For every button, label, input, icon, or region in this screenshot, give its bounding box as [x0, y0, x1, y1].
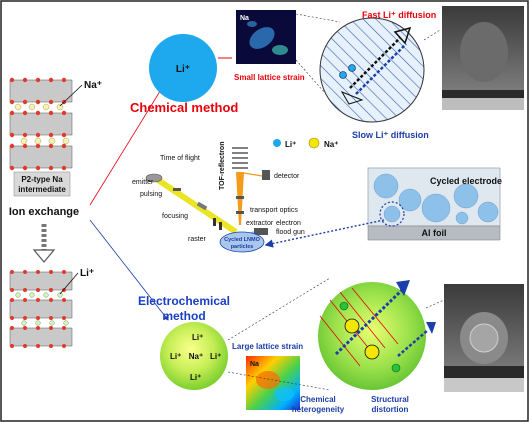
li-label-left: Li⁺: [80, 268, 94, 279]
tof-sims-instrument: [145, 147, 270, 253]
electrochemical-title-1: Electrochemical: [138, 294, 230, 308]
transport-optics-label: transport optics: [250, 207, 298, 214]
time-of-flight-label: Time of flight: [160, 155, 200, 162]
zoomed-particle-chemical: [319, 17, 425, 123]
p2-label-line2: intermediate: [18, 185, 66, 194]
li-particle-chemical: [149, 34, 217, 102]
sem-zoom-line-2: [425, 299, 445, 309]
slow-li-diffusion: Slow Li⁺ diffusion: [352, 130, 429, 140]
p2-label-box: [13, 171, 71, 197]
legend-li-label: Li⁺: [285, 140, 296, 149]
legend-li-icon: [273, 139, 281, 147]
legend-na-icon: [308, 137, 320, 149]
p2-label-line1: P2-type Na: [21, 175, 63, 184]
fast-diffusion-arrows: [340, 26, 412, 105]
electrode-to-sample-arrow: [264, 219, 385, 248]
small-lattice-strain: Small lattice strain: [234, 73, 305, 82]
o3-crystal-structure: [9, 270, 73, 348]
chemical-heterogeneity-2: heterogeneity: [292, 405, 345, 414]
p2-crystal-structure: [9, 77, 73, 171]
li-na-particle-electrochemical: [160, 322, 228, 390]
ion-exchange-label: Ion exchange: [9, 206, 79, 218]
electron-flood-gun-label-1: electron: [276, 220, 301, 227]
cycled-electrode-label: Cycled electrode: [430, 176, 502, 186]
zoom-line-top: [295, 13, 341, 23]
pulsing-label: pulsing: [140, 191, 162, 198]
tof-reflectron-label: TOF-reflectron: [219, 142, 226, 191]
na-ion-dot-1: [344, 318, 360, 334]
na-map-label-chemical: Na: [240, 15, 249, 22]
na-heatmap-electrochemical: [246, 356, 300, 410]
structural-distortion-1: Structural: [371, 395, 409, 404]
large-lattice-strain: Large lattice strain: [232, 342, 303, 351]
sem-zoom-line: [423, 29, 441, 41]
li-ion-dot-2: [348, 64, 356, 72]
chemical-heterogeneity-1: Chemical: [300, 395, 336, 404]
extractor-label: extractor: [246, 220, 274, 227]
li-diffusion-arrows-electro: [334, 280, 436, 357]
li-ion-dot-3: [339, 301, 349, 311]
ion-exchange-arrow: [32, 224, 56, 263]
particle-li-1: Li⁺: [192, 333, 203, 342]
li-ion-dot-1: [339, 71, 347, 79]
particle-na: Na⁺: [189, 352, 203, 361]
particle-li-3: Li⁺: [210, 352, 221, 361]
legend-na-label: Na⁺: [324, 140, 338, 149]
sem-image-electrochemical: [444, 284, 524, 392]
zoom-line-bottom-2: [227, 371, 331, 391]
na-map-label-electrochemical: Na: [250, 361, 259, 368]
sem-image-chemical: [442, 6, 524, 110]
li-ion-dot-4: [391, 363, 401, 373]
al-foil-label: Al foil: [422, 228, 447, 238]
zoomed-particle-electrochemical: [318, 282, 426, 390]
emitter-label: emitter: [132, 179, 154, 186]
na-map-chemical: [236, 10, 296, 64]
arrow-to-chemical: [89, 74, 171, 206]
zoom-line-bottom: [295, 59, 341, 111]
structural-distortion-2: distortion: [372, 405, 409, 414]
li-pointer: [59, 272, 79, 295]
na-label: Na⁺: [84, 80, 102, 91]
raster-label: raster: [188, 236, 207, 243]
cycled-electrode: [367, 167, 501, 241]
sample-label-2: particles: [231, 244, 254, 250]
particle-li-4: Li⁺: [190, 373, 201, 382]
chemical-method-title: Chemical method: [130, 100, 238, 115]
fast-li-diffusion: Fast Li⁺ diffusion: [362, 10, 436, 20]
focusing-label: focusing: [162, 213, 188, 220]
particle-li-label: Li⁺: [176, 64, 190, 75]
na-pointer: [59, 84, 83, 107]
particle-li-2: Li⁺: [170, 352, 181, 361]
sample-label-1: Cycled LNMO: [224, 237, 260, 243]
arrow-to-electrochemical: [89, 219, 169, 321]
detector-label: detector: [274, 173, 300, 180]
electrochemical-title-2: method: [162, 309, 205, 323]
electron-flood-gun-label-2: flood gun: [276, 229, 305, 236]
na-ion-dot-2: [364, 344, 380, 360]
strain-lines: [319, 287, 399, 367]
